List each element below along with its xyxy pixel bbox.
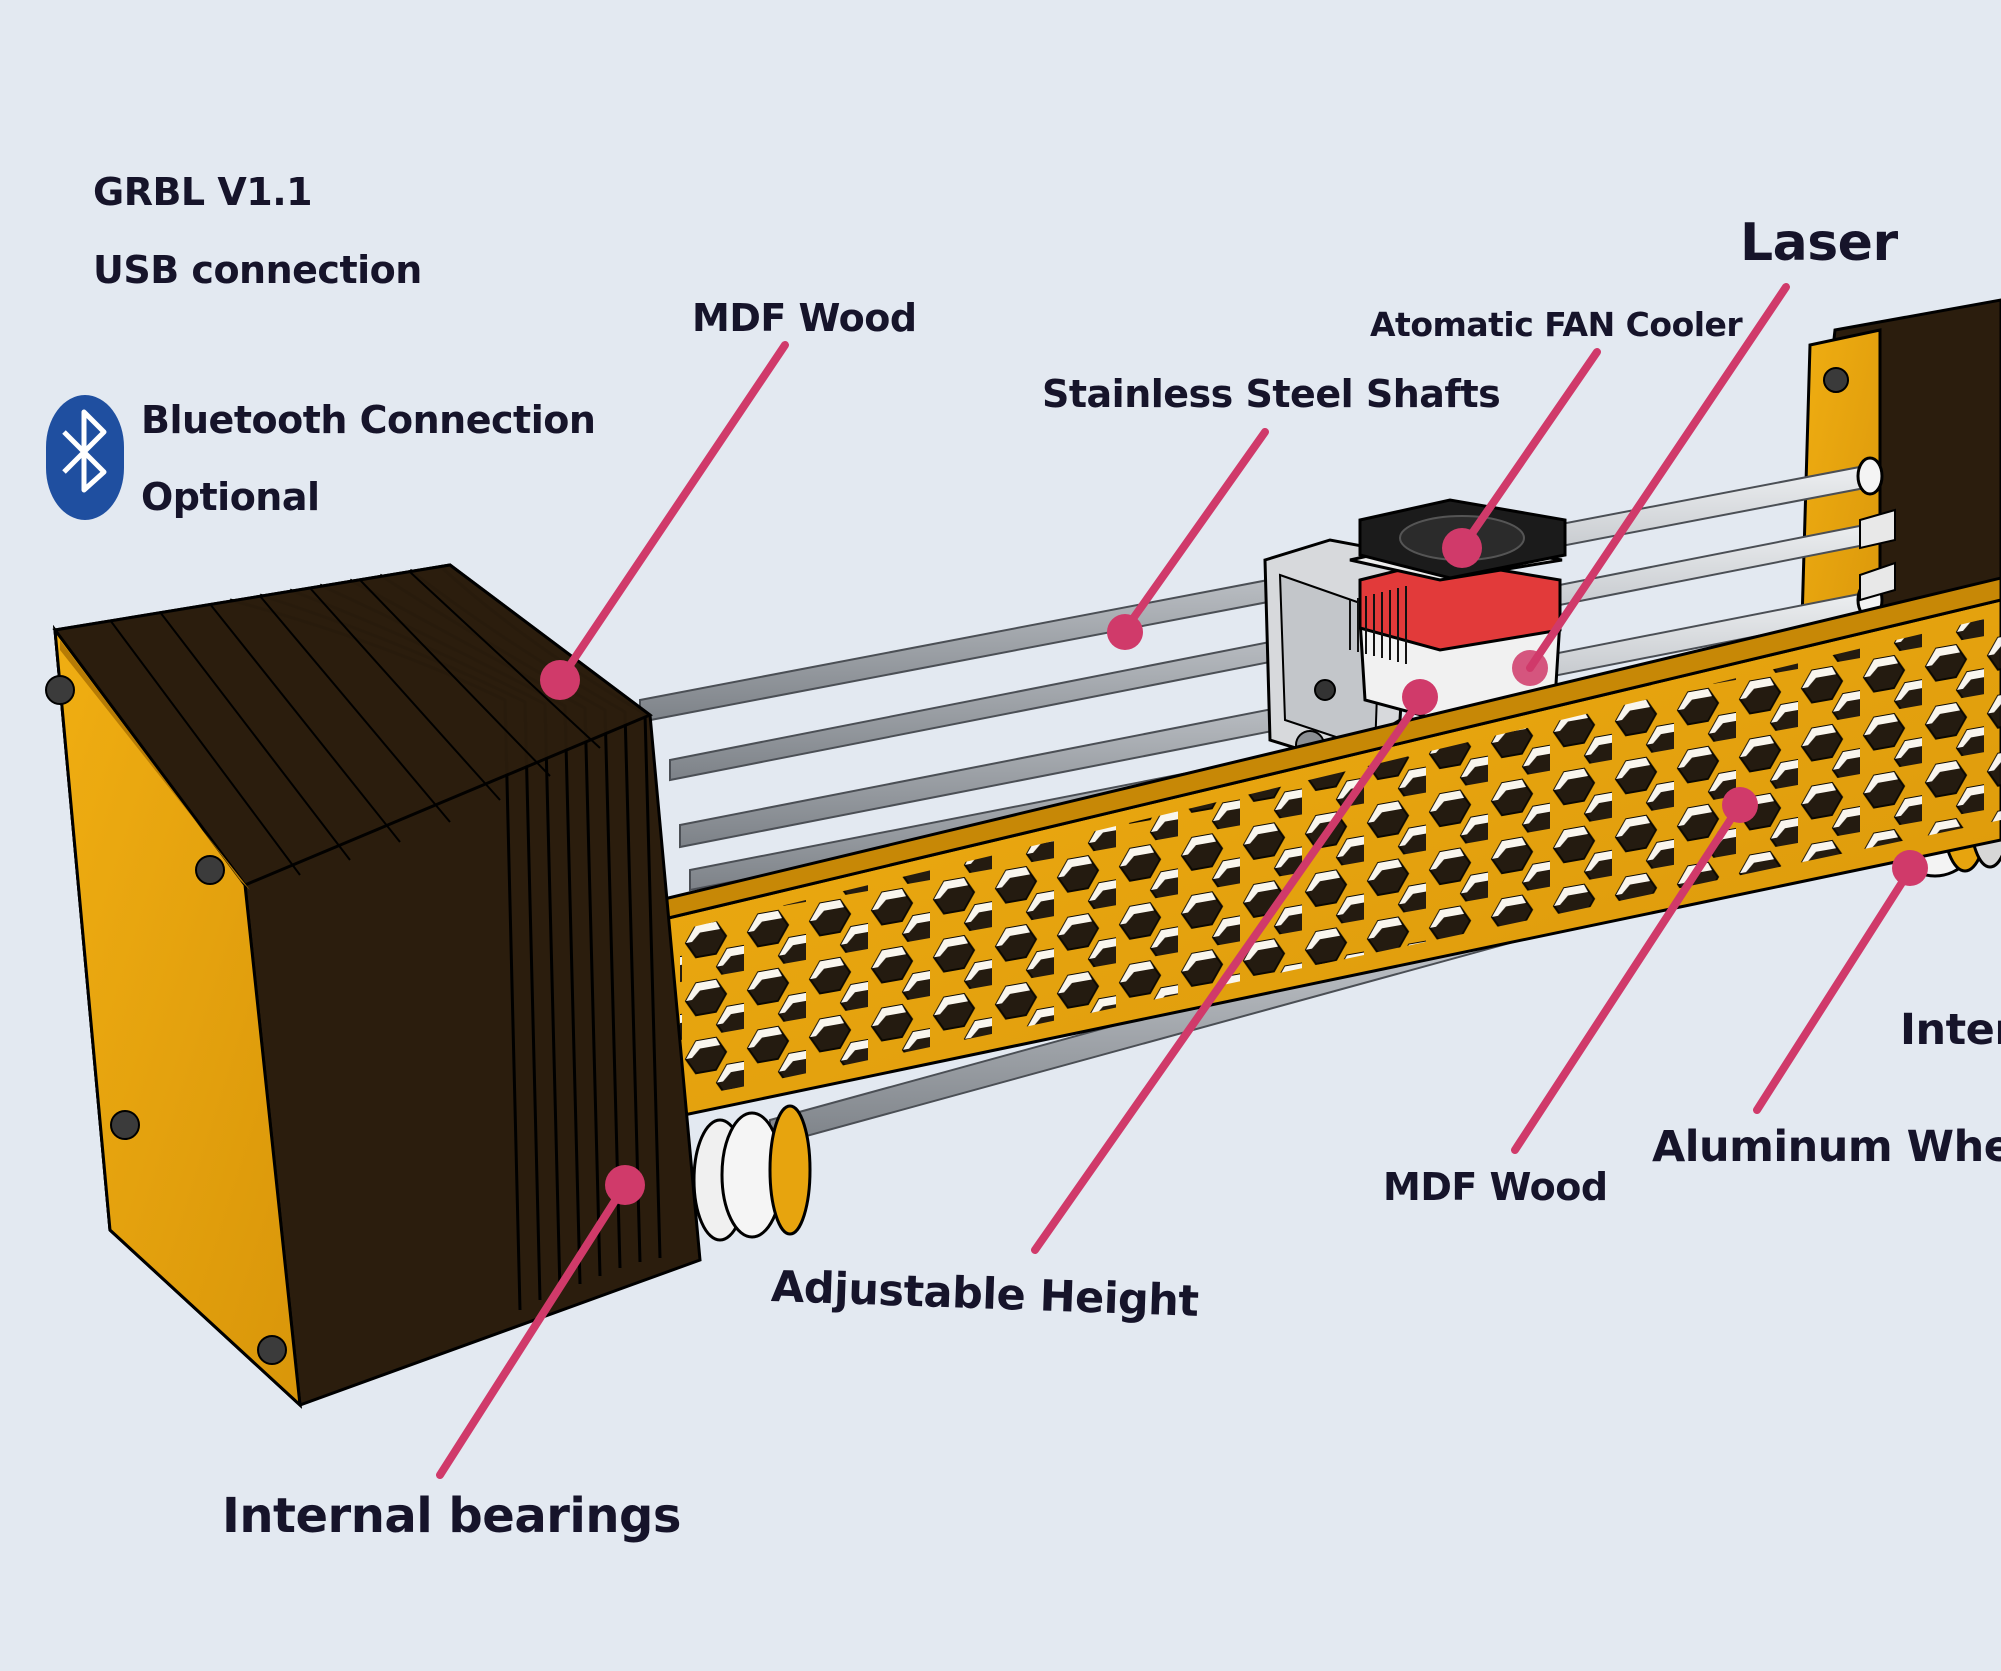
mdf-wood-bottom-label: MDF Wood <box>1383 1165 1608 1209</box>
laser-label: Laser <box>1740 213 1898 273</box>
left-end-block <box>45 563 702 1409</box>
internal-bearings-label: Internal bearings <box>222 1488 681 1544</box>
fan-cooler-label: Atomatic FAN Cooler <box>1370 305 1743 344</box>
internal-bearings-right-label: Inter <box>1900 1005 2001 1055</box>
bluetooth-icon <box>46 395 124 520</box>
bluetooth-connection-label: Bluetooth Connection <box>141 398 596 442</box>
bluetooth-optional-label: Optional <box>141 475 320 519</box>
firmware-label: GRBL V1.1 <box>93 170 313 214</box>
mdf-wood-top-label: MDF Wood <box>692 296 917 340</box>
stainless-steel-shafts-label: Stainless Steel Shafts <box>1042 372 1501 416</box>
usb-connection-label: USB connection <box>93 248 422 292</box>
aluminum-wheels-left <box>692 1104 812 1242</box>
aluminum-wheels-label: Aluminum Whee <box>1652 1122 2001 1172</box>
callouts <box>436 283 1914 1479</box>
callout-dots <box>540 528 1928 1205</box>
mdf-side-rail <box>658 576 2001 1122</box>
